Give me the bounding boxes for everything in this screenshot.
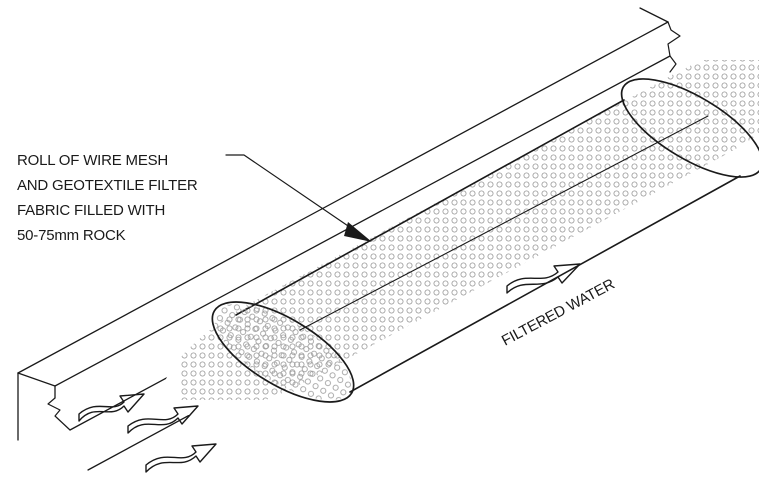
leader-arrowhead bbox=[344, 222, 372, 242]
break-line-bottom bbox=[669, 55, 677, 73]
label-leader bbox=[225, 154, 372, 242]
filtered-water-arrow bbox=[506, 263, 581, 294]
wire-mesh-roll bbox=[162, 42, 759, 416]
roll-right-end bbox=[620, 78, 759, 178]
leader-line bbox=[225, 154, 355, 231]
break-line-top bbox=[667, 21, 681, 57]
roll-label-line-3: FABRIC FILLED WITH bbox=[17, 202, 165, 219]
inflow-arrow-3 bbox=[145, 443, 217, 473]
break-line-left bbox=[47, 397, 71, 431]
channel-ledge-line bbox=[17, 372, 56, 387]
roll-top-edge bbox=[235, 99, 625, 316]
roll-label-line-2: AND GEOTEXTILE FILTER bbox=[17, 177, 198, 194]
roll-left-end bbox=[211, 301, 355, 403]
inflow-arrow-1 bbox=[78, 393, 145, 422]
roll-label-line-1: ROLL OF WIRE MESH bbox=[17, 152, 168, 169]
roll-left-end-mesh bbox=[214, 303, 352, 401]
channel-back-top-edge bbox=[17, 21, 669, 374]
roll-description-label: ROLL OF WIRE MESH AND GEOTEXTILE FILTER … bbox=[17, 152, 202, 244]
roll-seam-line bbox=[299, 115, 709, 331]
roll-label-line-4: 50-75mm ROCK bbox=[17, 227, 126, 244]
inflow-arrows bbox=[78, 393, 217, 473]
channel-back-lower-edge bbox=[54, 55, 671, 387]
inflow-arrow-2 bbox=[127, 405, 199, 434]
channel-ledge-top bbox=[639, 7, 669, 23]
